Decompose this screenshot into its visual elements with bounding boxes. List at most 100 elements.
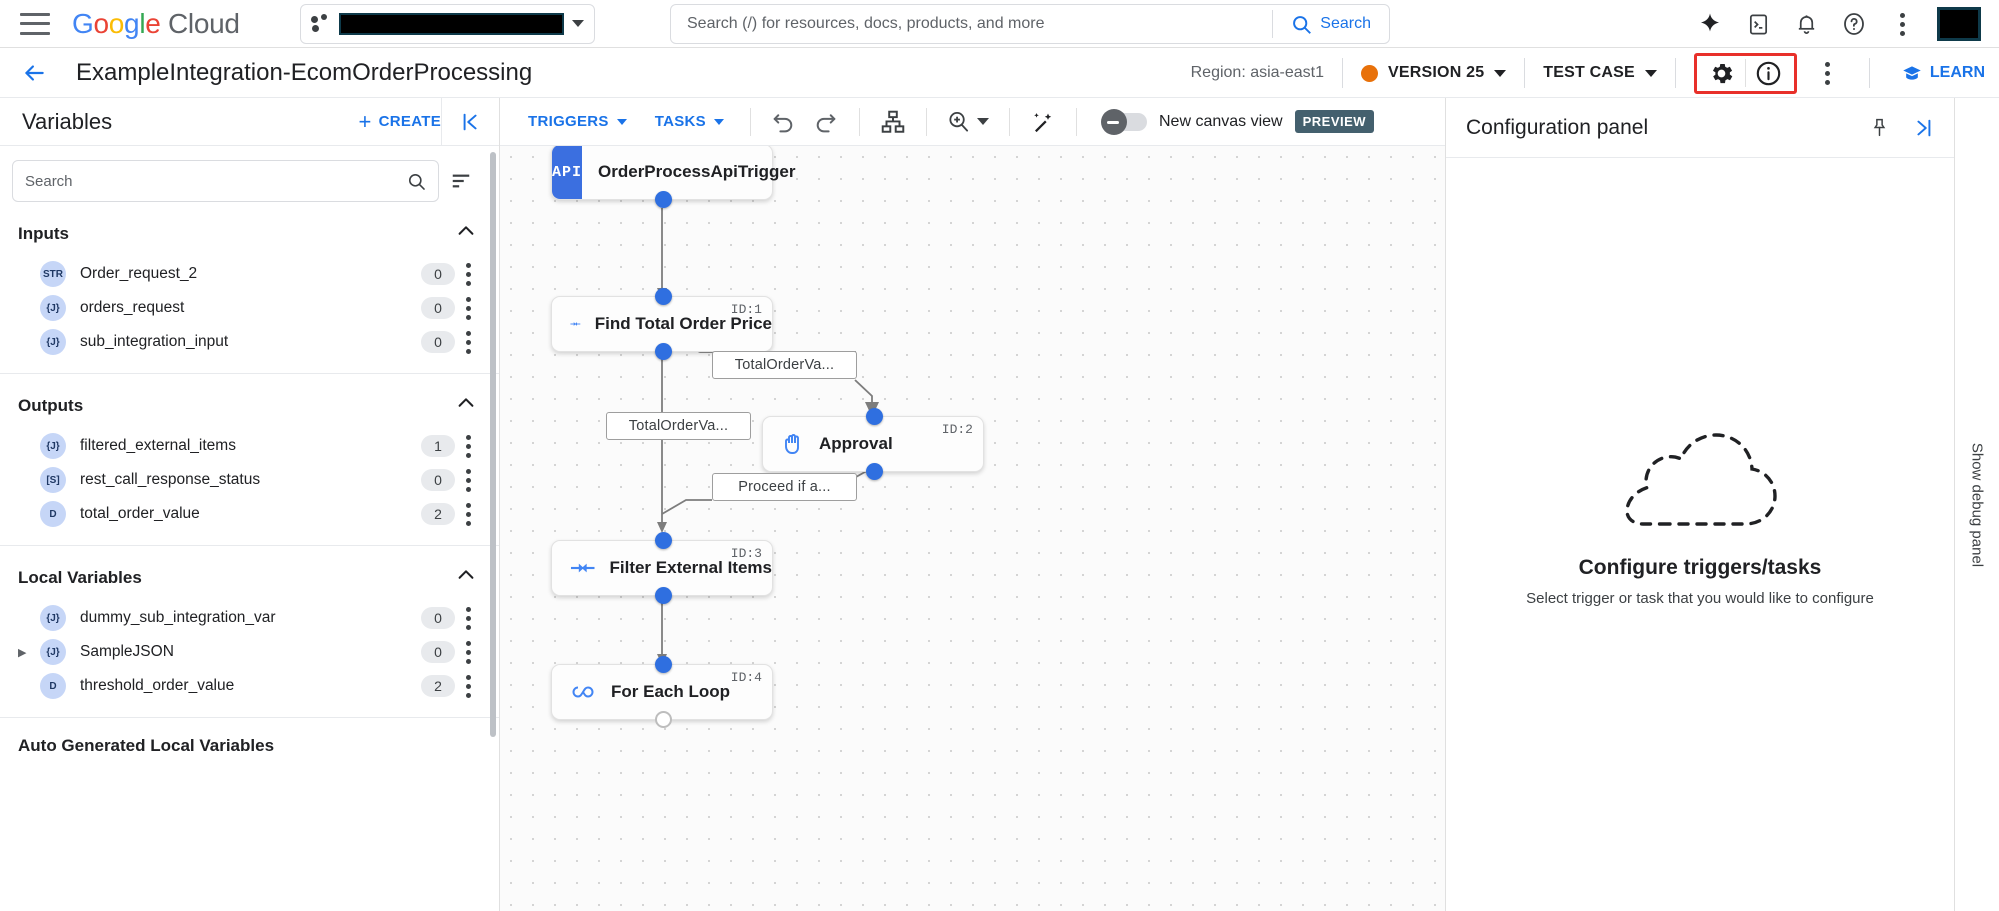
info-button[interactable] (1746, 55, 1792, 91)
search-button[interactable]: Search (1273, 14, 1389, 35)
variable-more-icon[interactable] (455, 468, 481, 492)
variables-section-header[interactable]: Outputs (0, 374, 499, 429)
create-label: CREATE (378, 113, 441, 130)
edge-label[interactable]: TotalOrderVa... (712, 351, 857, 379)
undo-button[interactable] (763, 105, 805, 139)
variables-section-header[interactable]: Inputs (0, 202, 499, 257)
divider (1674, 58, 1676, 88)
tasks-menu[interactable]: TASKS (641, 113, 738, 130)
zoom-button[interactable] (939, 105, 997, 139)
edge-label[interactable]: Proceed if a... (712, 473, 857, 501)
pin-panel-button[interactable] (1864, 110, 1894, 146)
variable-more-icon[interactable] (455, 502, 481, 526)
more-vert-icon[interactable] (1889, 11, 1915, 37)
chevron-up-icon[interactable] (455, 220, 477, 247)
divider (1272, 10, 1274, 38)
node-output-port[interactable] (655, 587, 672, 604)
variables-section-header[interactable]: Local Variables (0, 546, 499, 601)
undo-icon (774, 114, 793, 133)
node-id: ID:4 (730, 670, 762, 685)
expand-right-icon (1917, 119, 1931, 136)
variables-section-title: Inputs (18, 223, 69, 243)
hamburger-icon[interactable] (20, 12, 50, 35)
create-variable-button[interactable]: + CREATE (358, 110, 441, 133)
sort-button[interactable] (439, 170, 483, 192)
avatar[interactable] (1937, 7, 1981, 41)
project-selector[interactable] (299, 3, 595, 44)
divider (0, 717, 499, 718)
node-output-port[interactable] (866, 463, 883, 480)
collapse-panel-button[interactable] (441, 97, 499, 146)
node-output-port[interactable] (655, 191, 672, 208)
edge-label[interactable]: TotalOrderVa... (606, 412, 751, 440)
expand-panel-button[interactable] (1908, 110, 1938, 146)
search-input[interactable] (671, 15, 1273, 33)
chevron-up-icon[interactable] (455, 564, 477, 591)
node-input-port[interactable] (866, 408, 883, 425)
node-task-2[interactable]: ID:2 Approval (762, 408, 984, 480)
variable-type-badge: {J} (40, 433, 66, 459)
learn-button[interactable]: LEARN (1902, 63, 1985, 83)
chevron-up-icon[interactable] (455, 392, 477, 419)
variables-section-title: Local Variables (18, 567, 142, 587)
chevron-down-icon (1644, 69, 1657, 77)
version-selector[interactable]: VERSION 25 (1361, 64, 1507, 82)
cloud-shell-icon[interactable] (1745, 11, 1771, 37)
chevron-down-icon (976, 118, 989, 125)
variables-scrollbar[interactable] (490, 152, 496, 737)
variables-section-header[interactable]: Auto Generated Local Variables (0, 718, 499, 766)
help-circle-icon[interactable] (1841, 11, 1867, 37)
new-canvas-view-toggle[interactable] (1100, 108, 1147, 135)
notifications-bell-icon[interactable] (1793, 11, 1819, 37)
variable-more-icon[interactable] (455, 262, 481, 286)
triggers-menu[interactable]: TRIGGERS (514, 113, 641, 130)
variable-more-icon[interactable] (455, 606, 481, 630)
chevron-down-icon (1494, 69, 1507, 77)
node-task-4[interactable]: ID:4 For Each Loop (551, 656, 773, 728)
node-trigger[interactable]: API OrderProcessApiTrigger (551, 146, 795, 208)
node-input-port[interactable] (655, 656, 672, 673)
auto-layout-button[interactable] (872, 105, 914, 139)
gemini-spark-icon[interactable] (1697, 11, 1723, 37)
configuration-panel-title: Configuration panel (1466, 115, 1649, 139)
node-label: For Each Loop (611, 682, 730, 701)
variable-usage-count: 0 (421, 469, 455, 491)
node-input-port[interactable] (655, 532, 672, 549)
integration-canvas[interactable]: API OrderProcessApiTrigger ID:1 Find Tot… (500, 146, 1445, 911)
debug-panel-rail[interactable]: Show debug panel (1954, 98, 1999, 911)
magic-wand-button[interactable] (1022, 105, 1064, 139)
node-input-port[interactable] (655, 288, 672, 305)
variable-name: sub_integration_input (80, 333, 229, 350)
more-options-button[interactable] (1805, 55, 1851, 91)
redo-button[interactable] (805, 105, 847, 139)
expand-arrow-icon[interactable]: ▶ (18, 646, 27, 659)
global-search[interactable]: Search (670, 4, 1390, 44)
variable-more-icon[interactable] (455, 640, 481, 664)
node-task-3[interactable]: ID:3 Filter External Items (551, 532, 773, 604)
variable-name: SampleJSON (80, 643, 174, 660)
test-case-selector[interactable]: TEST CASE (1543, 64, 1657, 82)
back-button[interactable] (20, 59, 48, 87)
settings-button[interactable] (1699, 55, 1745, 91)
node-output-port[interactable] (655, 711, 672, 728)
variable-more-icon[interactable] (455, 434, 481, 458)
variables-search-input[interactable] (25, 172, 407, 190)
variable-more-icon[interactable] (455, 330, 481, 354)
variable-type-badge: {J} (40, 605, 66, 631)
variable-more-icon[interactable] (455, 296, 481, 320)
google-cloud-logo[interactable]: Google Cloud (72, 7, 240, 39)
variables-search[interactable] (12, 160, 439, 202)
variable-more-icon[interactable] (455, 674, 481, 698)
node-task-1[interactable]: ID:1 Find Total Order Price (551, 288, 773, 360)
node-output-port[interactable] (655, 343, 672, 360)
gear-icon (1713, 63, 1733, 83)
